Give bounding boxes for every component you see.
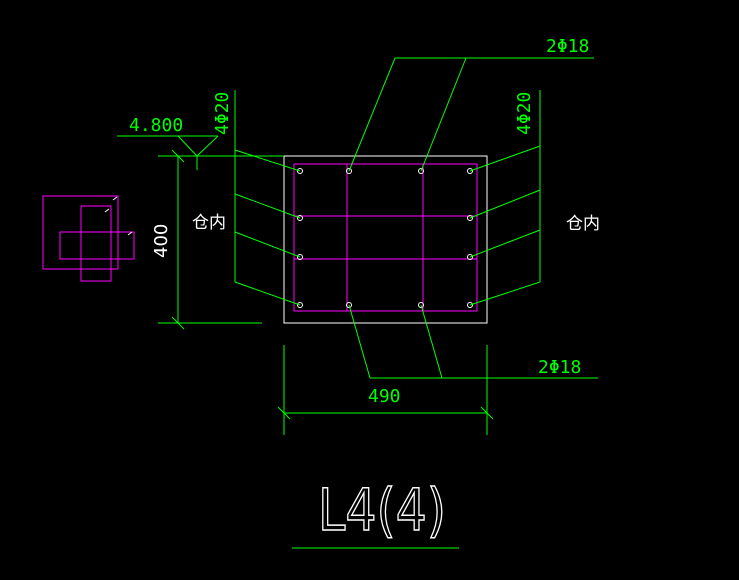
rebar-dot: [467, 168, 473, 174]
rebar-bars: [297, 168, 473, 308]
stirrup-outer: [293, 163, 478, 312]
key-plan-symbol: [42, 195, 135, 282]
rebar-dot: [297, 168, 303, 174]
rebar-dot: [467, 215, 473, 221]
elevation-marker: [117, 135, 219, 170]
top-right-rebar-label: 2Φ18: [546, 36, 589, 57]
elevation-label: 4.800: [129, 115, 183, 136]
width-dimension: [277, 345, 494, 435]
rebar-dot: [346, 168, 352, 174]
height-dimension-label: 400: [151, 224, 172, 258]
right-rebar-leader: [469, 90, 541, 306]
bottom-rebar-leader: [348, 304, 598, 379]
section-outline: [283, 155, 488, 324]
left-side-note: 仓内: [192, 213, 226, 233]
width-dimension-label: 490: [368, 386, 401, 407]
rebar-dot: [467, 254, 473, 260]
rebar-dot: [346, 302, 352, 308]
right-side-rebar-label: 4Φ20: [514, 92, 535, 135]
rebar-dot: [297, 302, 303, 308]
left-rebar-leader: [234, 90, 301, 306]
rebar-dot: [418, 168, 424, 174]
rebar-dot: [418, 302, 424, 308]
height-dimension: [158, 149, 284, 330]
rebar-dot: [297, 254, 303, 260]
rebar-dot: [467, 302, 473, 308]
rebar-dot: [297, 215, 303, 221]
right-side-note: 仓内: [566, 214, 600, 234]
left-side-rebar-label: 4Φ20: [212, 92, 233, 135]
section-title: L4(4): [318, 476, 446, 544]
top-rebar-leader: [348, 57, 594, 172]
bottom-right-rebar-label: 2Φ18: [538, 357, 581, 378]
